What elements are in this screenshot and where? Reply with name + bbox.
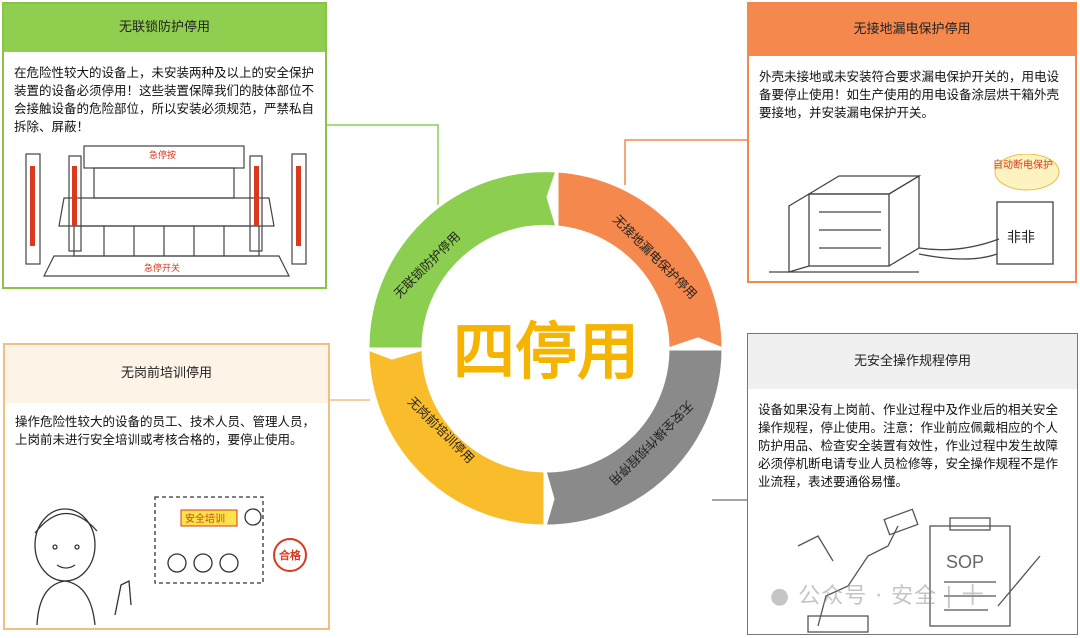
board-label: 安全培训 [185,512,225,525]
connector-interlock [327,124,439,205]
robot-sop-illustration: SOP [797,508,1041,633]
interlock-panel-text: 在危险性较大的设备上，未安装两种及以上的安全保护装置的设备必须停用！这些装置保障… [14,65,315,134]
procedure-panel-text: 设备如果没有上岗前、作业过程中及作业后的相关安全操作规程，停止使用。注意：作业前… [758,402,1059,489]
oven-illustration: 非非 [769,154,1060,273]
center-title: 四停用 [453,315,639,388]
auto-cutoff-bubble: 自动断电保护 [993,160,1053,171]
watermark-text: 公众号 · 安全 | 十 [798,584,985,609]
wechat-icon: ● [770,584,791,609]
switch-label: 非非 [1007,229,1035,245]
grounding-panel-text: 外壳未接地或未安装符合要求漏电保护开关的，用电设备要停止使用！如生产使用的用电设… [759,69,1060,120]
procedure-panel-title: 无安全操作规程停用 [748,334,1077,389]
interlock-panel-title: 无联锁防护停用 [4,4,325,52]
ring-segment-training [366,346,547,528]
training-panel-text: 操作危险性较大的设备的员工、技术人员、管理人员，上岗前未进行安全培训或考核合格的… [15,414,316,447]
training-illustration: 安全培训 合格 [34,496,307,625]
watermark: ● 公众号 · 安全 | 十 [770,578,985,610]
sop-label: SOP [946,552,984,572]
machine-top-label: 急停按 [149,149,176,160]
grounding-panel-title: 无接地漏电保护停用 [749,4,1075,56]
press-machine-illustration: 急停按 急停开关 [25,145,307,277]
grounding-panel: 无接地漏电保护停用 外壳未接地或未安装符合要求漏电保护开关的，用电设备要停止使用… [747,2,1077,283]
connector-grounding [624,139,747,185]
machine-bottom-label: 急停开关 [144,262,180,273]
training-panel: 无岗前培训停用 操作危险性较大的设备的员工、技术人员、管理人员，上岗前未进行安全… [3,343,330,630]
interlock-panel: 无联锁防护停用 在危险性较大的设备上，未安装两种及以上的安全保护装置的设备必须停… [2,2,327,289]
training-panel-title: 无岗前培训停用 [5,345,328,403]
qualified-stamp: 合格 [279,548,302,562]
procedure-panel: 无安全操作规程停用 设备如果没有上岗前、作业过程中及作业后的相关安全操作规程，停… [747,333,1078,635]
